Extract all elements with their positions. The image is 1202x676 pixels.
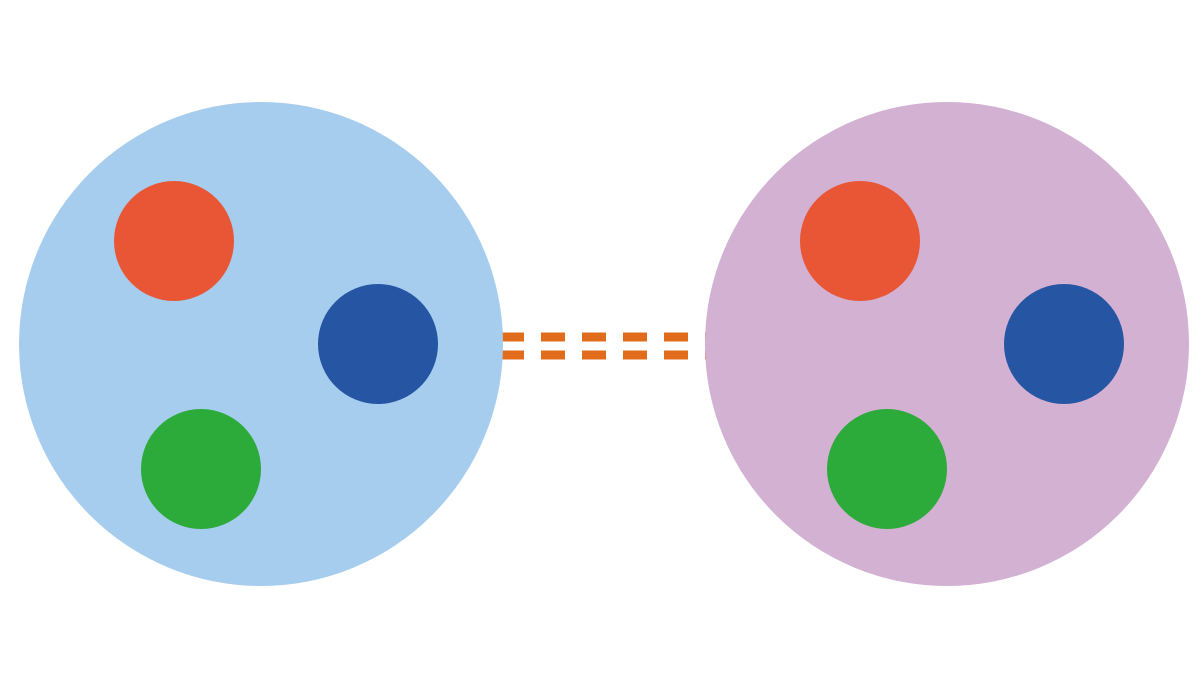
left-group-blue-dot (318, 284, 438, 404)
right-group-red-dot (800, 181, 920, 301)
group-link (500, 332, 710, 360)
left-group-green-dot (141, 409, 261, 529)
left-group-red-dot (114, 181, 234, 301)
left-group (19, 102, 503, 586)
right-group (705, 102, 1189, 586)
right-group-green-dot (827, 409, 947, 529)
right-group-blue-dot (1004, 284, 1124, 404)
